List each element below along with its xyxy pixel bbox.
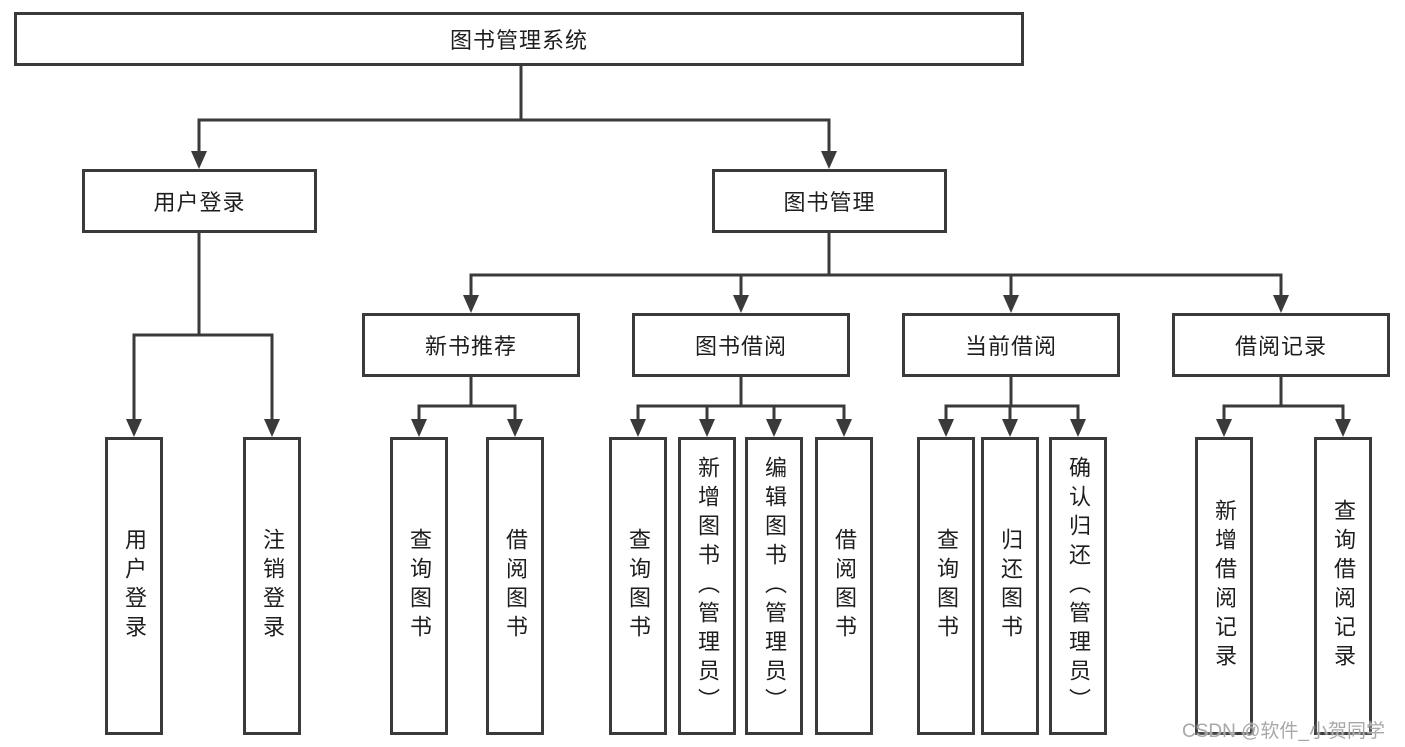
node-label: 查询借阅记录	[1331, 499, 1356, 673]
node-label: 图书管理系统	[449, 28, 588, 53]
node-query-books-borrowing: 查询图书	[609, 437, 667, 735]
node-label: 借阅图书	[503, 528, 528, 644]
node-borrow-books-recommend: 借阅图书	[486, 437, 544, 735]
node-book-borrowing: 图书借阅	[632, 313, 850, 377]
node-borrow-books: 借阅图书	[815, 437, 873, 735]
node-query-books-recommend: 查询图书	[390, 437, 448, 735]
node-borrow-records: 借阅记录	[1172, 313, 1390, 377]
node-edit-book-admin: 编辑图书（管理员）	[745, 437, 803, 735]
node-query-borrow-record: 查询借阅记录	[1314, 437, 1372, 735]
node-label: 归还图书	[998, 528, 1023, 644]
node-current-borrowing: 当前借阅	[902, 313, 1120, 377]
node-add-book-admin: 新增图书（管理员）	[678, 437, 736, 735]
node-label: 借阅记录	[1234, 334, 1327, 359]
node-label: 当前借阅	[964, 334, 1057, 359]
node-label: 新书推荐	[424, 334, 517, 359]
node-label: 新增图书（管理员）	[695, 455, 720, 717]
node-label: 查询图书	[407, 528, 432, 644]
node-label: 查询图书	[626, 528, 651, 644]
csdn-watermark: CSDN @软件_小贺同学	[1182, 721, 1385, 742]
node-label: 新增借阅记录	[1212, 499, 1237, 673]
node-user-login: 用户登录	[82, 169, 317, 233]
node-label: 图书借阅	[694, 334, 787, 359]
node-label: 用户登录	[122, 528, 147, 644]
node-label: 借阅图书	[832, 528, 857, 644]
node-query-books-current: 查询图书	[917, 437, 975, 735]
node-user-login-leaf: 用户登录	[105, 437, 163, 735]
node-label: 编辑图书（管理员）	[762, 455, 787, 717]
node-logout: 注销登录	[243, 437, 301, 735]
node-confirm-return-admin: 确认归还（管理员）	[1049, 437, 1107, 735]
node-book-management: 图书管理	[712, 169, 947, 233]
node-return-books: 归还图书	[981, 437, 1039, 735]
node-new-book-recommendation: 新书推荐	[362, 313, 580, 377]
node-label: 确认归还（管理员）	[1066, 455, 1091, 717]
node-label: 图书管理	[783, 190, 876, 215]
node-add-borrow-record: 新增借阅记录	[1195, 437, 1253, 735]
node-label: 注销登录	[260, 528, 285, 644]
node-library-management-system: 图书管理系统	[14, 12, 1024, 66]
node-label: 用户登录	[153, 190, 246, 215]
node-label: 查询图书	[934, 528, 959, 644]
